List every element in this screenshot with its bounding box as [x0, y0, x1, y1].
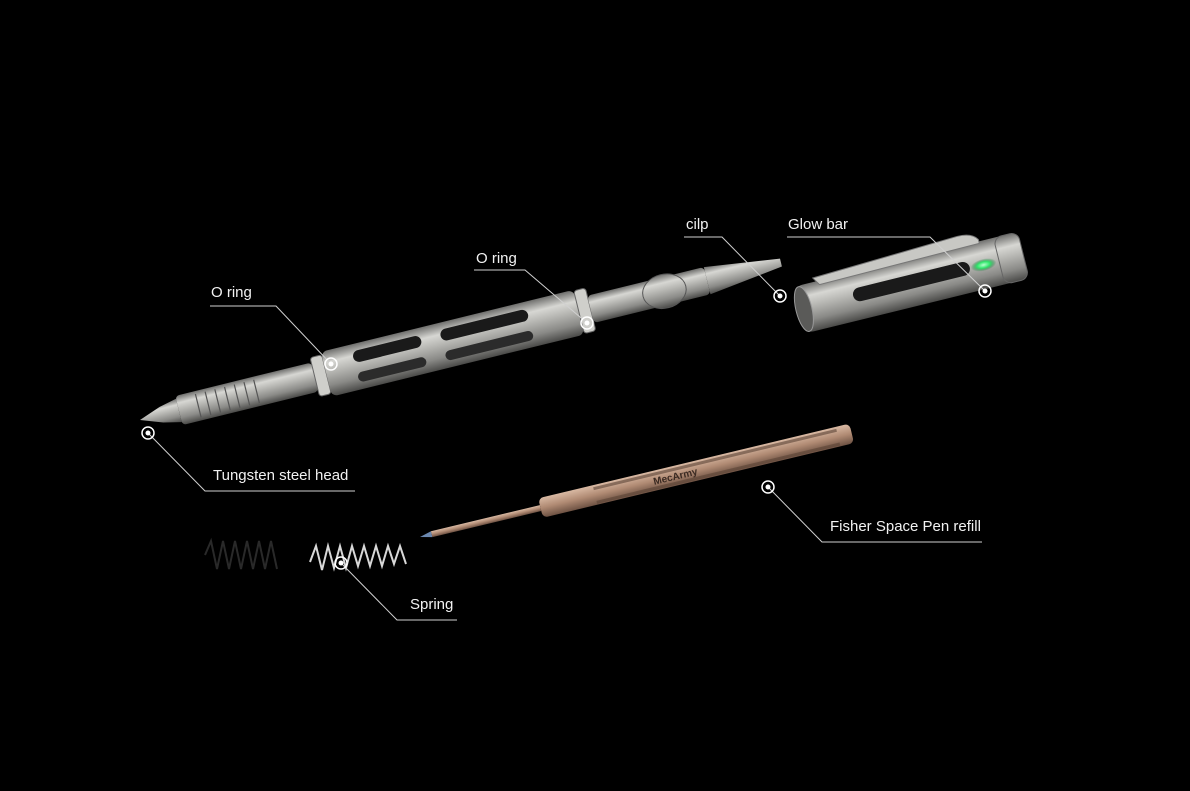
spring: [204, 537, 407, 572]
label-tungsten-head: Tungsten steel head: [213, 467, 349, 484]
leader-tungsten: [147, 432, 355, 492]
refill-body: [539, 424, 854, 517]
cap-opening: [793, 286, 814, 332]
marker-tungsten: [141, 426, 155, 440]
marker-clip: [773, 289, 787, 303]
marker-glow-bar: [978, 284, 992, 298]
leader-lines: [147, 236, 986, 621]
leader-glow-bar: [787, 236, 986, 292]
leader-refill: [767, 486, 982, 543]
cap-clip: [811, 234, 980, 286]
glow-bar: [970, 257, 997, 273]
rear-collar: [642, 273, 687, 310]
label-spring: Spring: [410, 596, 454, 613]
pen-cap: [793, 233, 1028, 332]
refill-print-line: [593, 428, 837, 491]
leader-clip: [684, 236, 781, 297]
label-o-ring-left: O ring: [211, 284, 252, 301]
pen-body: [140, 258, 782, 425]
leader-o-ring-left: [210, 305, 332, 365]
leader-o-ring-mid: [474, 269, 588, 324]
barrel-slot: [353, 336, 422, 362]
refill: MecArmy: [420, 424, 854, 538]
label-glow-bar: Glow bar: [788, 216, 849, 233]
grip-grooves: [194, 379, 260, 418]
barrel-slot: [440, 309, 529, 341]
label-clip: cilp: [686, 216, 709, 233]
cap-end: [994, 233, 1028, 284]
marker-spring: [334, 556, 348, 570]
rear-cone: [703, 258, 782, 295]
refill-tip: [420, 531, 433, 538]
label-refill: Fisher Space Pen refill: [830, 518, 981, 535]
refill-needle: [430, 505, 542, 538]
leader-spring: [340, 562, 457, 621]
barrel-slot: [445, 330, 534, 361]
markers: [141, 284, 992, 570]
refill-print-line: [596, 442, 841, 504]
label-o-ring-mid: O ring: [476, 250, 517, 267]
marker-o-ring-left: [324, 357, 338, 371]
marker-o-ring-mid: [580, 316, 594, 330]
marker-refill: [761, 480, 775, 494]
tungsten-tip: [140, 398, 182, 423]
barrel-slot: [358, 357, 427, 382]
cap-slot: [852, 261, 970, 302]
